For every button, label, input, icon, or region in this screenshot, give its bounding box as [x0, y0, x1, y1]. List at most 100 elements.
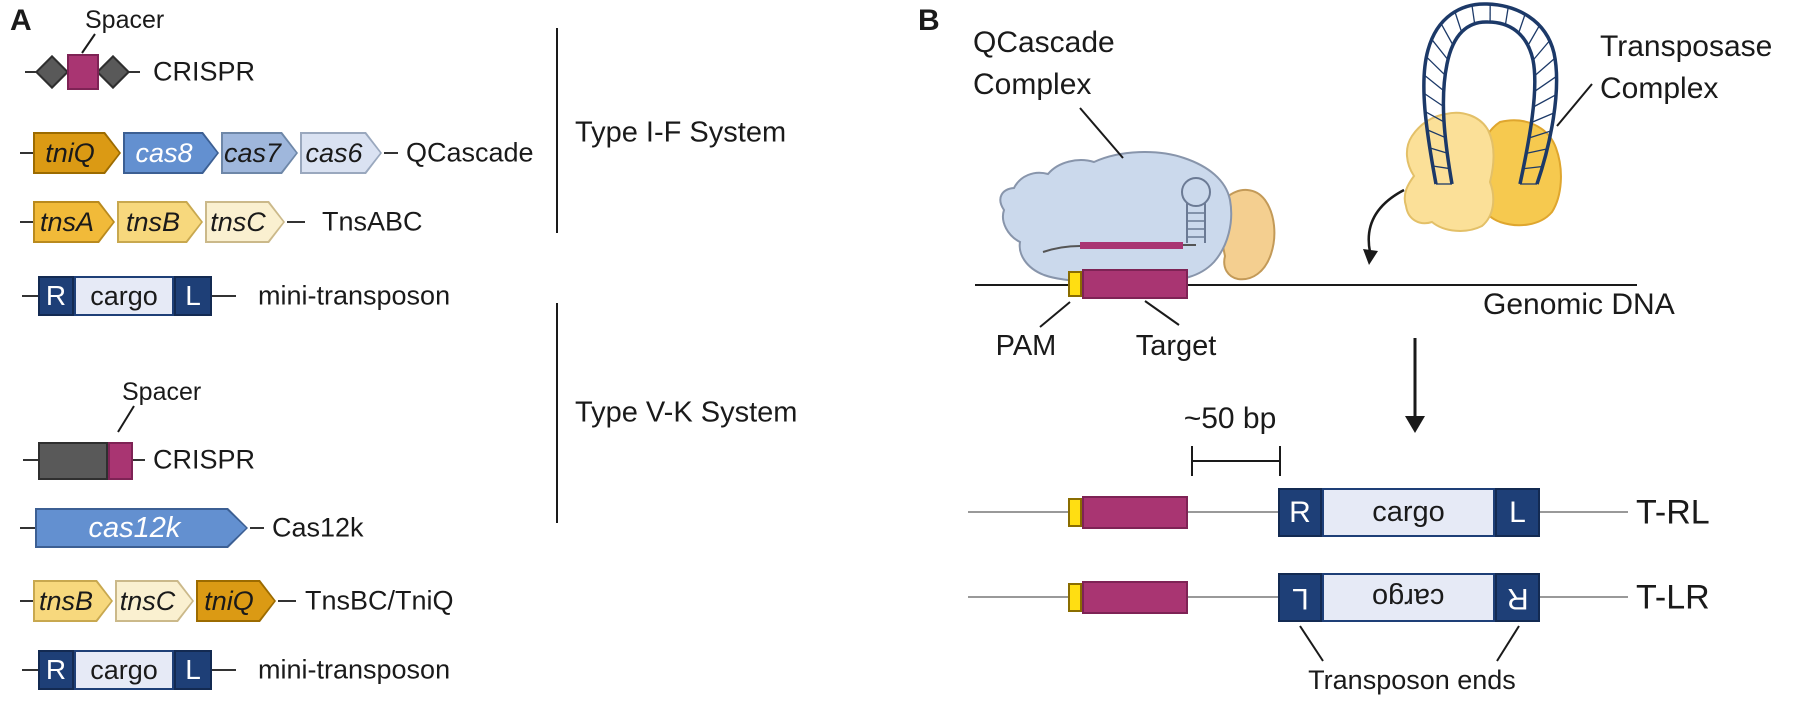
line: [22, 669, 38, 671]
gene-tnsC-vk: tnsC: [115, 580, 194, 622]
line: [212, 295, 236, 297]
end-letter: R: [45, 654, 67, 685]
qcascade-complex-blob: [999, 151, 1233, 284]
type-if-system-label: Type I-F System: [575, 116, 787, 149]
end-letter: R: [45, 280, 67, 311]
line: [20, 600, 33, 602]
crrna-line: [1042, 245, 1081, 253]
type-vk-system-label: Type V-K System: [575, 396, 798, 429]
line: [22, 295, 38, 297]
spacer-label-if: Spacer: [85, 6, 165, 34]
line: [1540, 596, 1628, 598]
dna-loop-inner-rail: [1441, 20, 1537, 185]
transposon-end-l-trl: L: [1495, 488, 1540, 537]
line: [968, 596, 1068, 598]
transposon-end-left-box: L: [174, 276, 212, 316]
crispr-label-vk: CRISPR: [153, 444, 256, 475]
pointer-lines: [81, 33, 1593, 662]
gene-label: cas6: [305, 137, 363, 168]
pam-box-tlr: [1068, 583, 1082, 612]
gene-tnsC-if: tnsC: [205, 201, 285, 243]
transposon-end-r-tlr: R: [1495, 573, 1540, 622]
pam-box-genomic: [1068, 271, 1082, 297]
pam-box-trl: [1068, 498, 1082, 527]
crrna-hairpin-loop: [1181, 177, 1211, 207]
panel-a-label: A: [10, 4, 32, 37]
transposase-complex-label-line1: Transposase: [1600, 30, 1773, 63]
gene-cas7: cas7: [221, 132, 298, 174]
cargo-label-flipped: cargo: [1372, 582, 1445, 614]
transposon-end-l-tlr: L: [1278, 573, 1322, 622]
line: [20, 221, 34, 223]
cas6-tan-blob: [1221, 189, 1276, 281]
end-letter: L: [185, 280, 201, 311]
transposase-pointer: [1556, 83, 1593, 127]
crispr-repeat-block-vk: [38, 442, 108, 480]
gene-label: tniQ: [204, 585, 254, 616]
spacer2-pointer: [117, 405, 135, 433]
cargo-label: cargo: [1372, 496, 1445, 528]
line: [1540, 511, 1628, 513]
gene-cas8: cas8: [123, 132, 219, 174]
crispr-spacer-box-vk: [108, 442, 133, 480]
transposon-end-right-box: R: [38, 650, 74, 690]
gene-tnsA: tnsA: [33, 201, 115, 243]
crrna-spacer-segment: [1080, 242, 1183, 249]
transposon-end-right-box: R: [38, 276, 74, 316]
cargo-label: cargo: [90, 280, 158, 311]
curved-arrow: [1367, 188, 1405, 253]
distance-bracket: [1191, 446, 1281, 476]
dna-loop-outer-rail: [1422, 2, 1559, 185]
line: [968, 511, 1068, 513]
cargo-label: cargo: [90, 654, 158, 685]
line: [250, 527, 264, 529]
gene-label: cas8: [135, 137, 193, 168]
gene-cas12k: cas12k: [35, 508, 248, 548]
gene-label: tnsC: [119, 585, 176, 616]
spacer-label-vk: Spacer: [122, 378, 202, 406]
cargo-box-tlr: cargo: [1322, 573, 1495, 622]
line: [278, 600, 296, 602]
line: [20, 527, 35, 529]
transposase-complex-label-line2: Complex: [1600, 72, 1719, 105]
transposon-end-right-pointer: [1496, 625, 1520, 662]
t-lr-label: T-LR: [1636, 578, 1710, 617]
distance-label: ~50 bp: [1183, 402, 1277, 435]
target-box-genomic: [1082, 269, 1188, 299]
gene-cas6: cas6: [300, 132, 382, 174]
mini-transposon-label-vk: mini-transposon: [258, 654, 451, 685]
cargo-box: cargo: [74, 276, 174, 316]
cargo-box: cargo: [74, 650, 174, 690]
transposon-end-left-pointer: [1299, 625, 1324, 662]
spacer1-pointer: [81, 33, 96, 54]
line: [23, 459, 38, 461]
cargo-box-trl: cargo: [1322, 488, 1495, 537]
tnsabc-operon-label: TnsABC: [322, 206, 423, 237]
line: [133, 459, 145, 461]
end-letter-flipped: L: [1291, 581, 1309, 615]
tnsbc-tniq-operon-label: TnsBC/TniQ: [305, 585, 454, 616]
target-box-tlr: [1082, 581, 1188, 614]
line: [384, 152, 398, 154]
gene-label: tnsB: [125, 206, 181, 237]
dna-loop-rungs: [1423, 4, 1557, 185]
gene-tniQ-vk: tniQ: [196, 580, 276, 622]
gene-label: tnsC: [210, 206, 266, 237]
cas12k-label: Cas12k: [272, 512, 364, 543]
transposon-ends-label: Transposon ends: [1308, 665, 1516, 695]
qcascade-pointer: [1079, 107, 1124, 159]
qcascade-complex-label-line2: Complex: [973, 68, 1092, 101]
insertion-arrow-head: [1405, 416, 1425, 433]
line: [212, 669, 236, 671]
crispr-label-if: CRISPR: [153, 56, 256, 87]
gene-label: cas7: [223, 137, 282, 168]
t-rl-label: T-RL: [1636, 493, 1710, 532]
gene-tnsB-vk: tnsB: [33, 580, 113, 622]
hairpin-rungs: [1187, 212, 1205, 238]
line: [1188, 511, 1278, 513]
end-letter: L: [1509, 495, 1526, 529]
gene-label: tnsA: [39, 206, 95, 237]
line: [20, 152, 34, 154]
